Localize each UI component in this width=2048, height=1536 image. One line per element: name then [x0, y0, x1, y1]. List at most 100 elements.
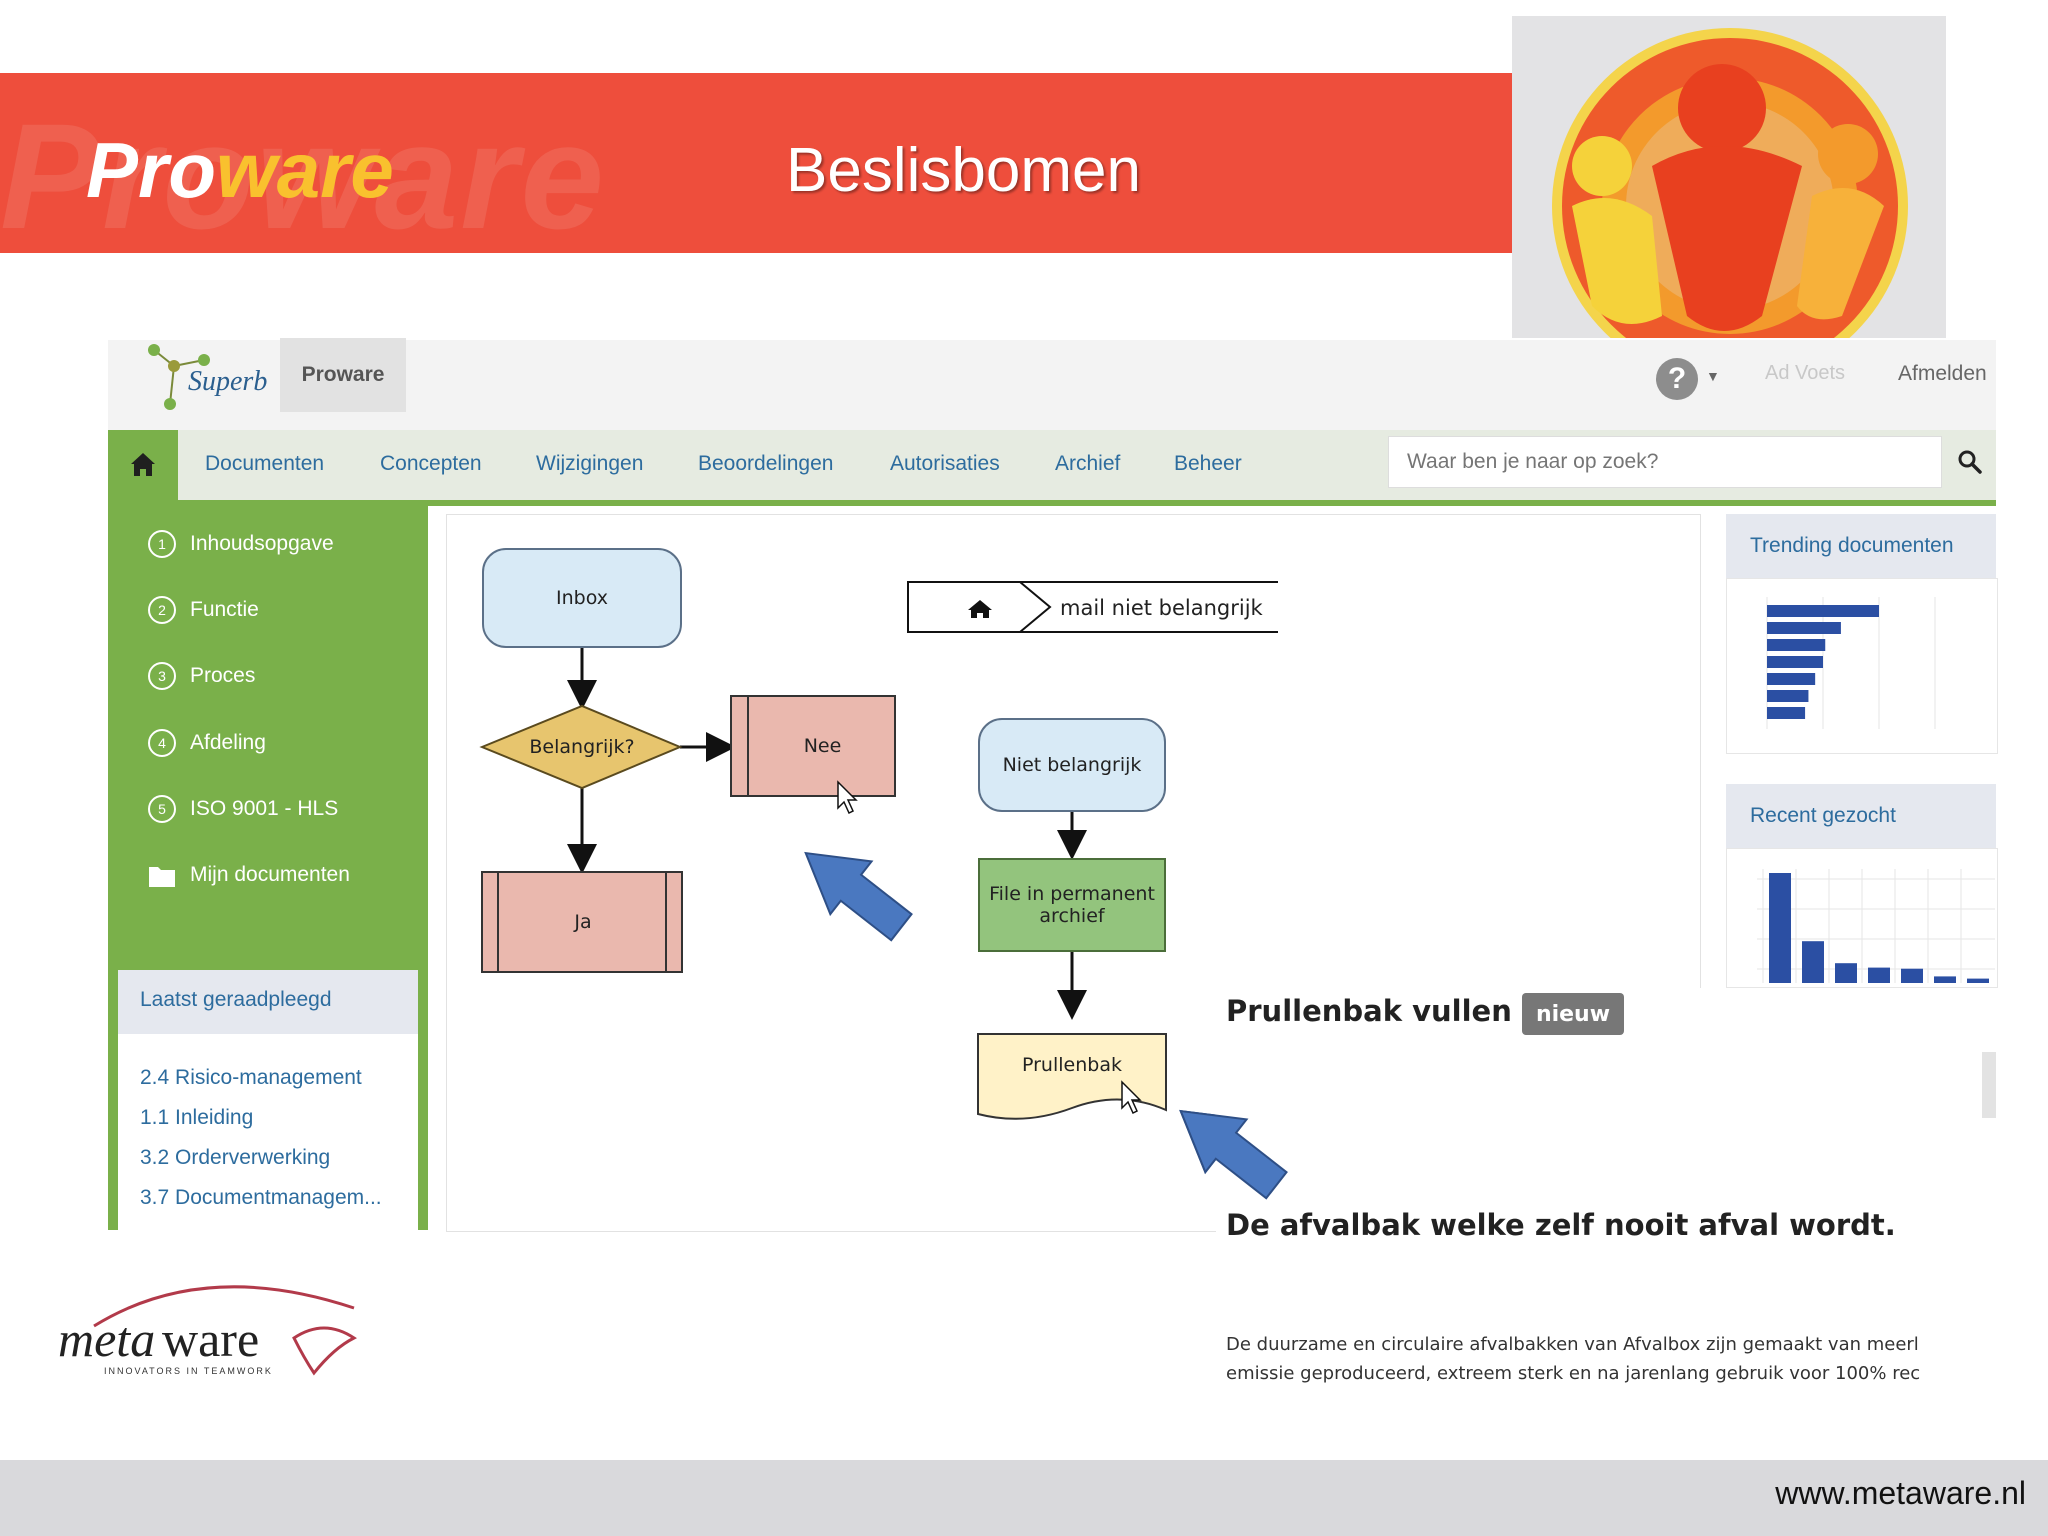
article-subheadline: De afvalbak welke zelf nooit afval wordt…: [1226, 1208, 1896, 1242]
brand-part-pro: Pro: [86, 126, 217, 214]
article-body: De duurzame en circulaire afvalbakken va…: [1226, 1330, 1981, 1388]
recent-search-bar: [1868, 967, 1890, 983]
svg-text:ware: ware: [162, 1311, 259, 1367]
molecule-icon: [148, 344, 210, 410]
user-name[interactable]: Ad Voets: [1765, 362, 1846, 384]
web-snippet: [1216, 988, 1996, 1458]
superb-wordmark: Superb: [188, 366, 268, 397]
breadcrumb-current[interactable]: mail niet belangrijk: [1060, 596, 1263, 620]
sidebar-item-inhoudsopgave[interactable]: 1 Inhoudsopgave: [148, 530, 334, 558]
ja-shape: [481, 871, 683, 973]
step-2-icon: 2: [148, 596, 176, 624]
recent-search-bar: [1934, 976, 1956, 983]
tenant-tab-proware[interactable]: Proware: [280, 338, 406, 412]
flow-node-nee[interactable]: Nee: [803, 735, 842, 757]
metaware-logo: meta ware INNOVATORS IN TEAMWORK: [54, 1278, 374, 1403]
sidebar-item-label: Mijn documenten: [190, 863, 350, 886]
cursor-icon: [837, 780, 858, 815]
cursor-icon: [1121, 1080, 1142, 1115]
decision-shape: [479, 704, 683, 790]
trending-panel-header: [1726, 514, 1996, 578]
logout-link[interactable]: Afmelden: [1898, 362, 1987, 385]
sidebar-item-mijn-documenten[interactable]: Mijn documenten: [148, 862, 350, 888]
flow-node-prullenbak[interactable]: Prullenbak: [1022, 1054, 1122, 1076]
sidebar-item-afdeling[interactable]: 4 Afdeling: [148, 729, 266, 757]
metaware-logo-graphic: meta ware INNOVATORS IN TEAMWORK: [58, 1285, 357, 1376]
help-icon[interactable]: ?: [1656, 358, 1698, 400]
recent-search-panel: [1726, 848, 1998, 988]
trending-panel: [1726, 578, 1998, 754]
article-body-line: De duurzame en circulaire afvalbakken va…: [1226, 1334, 1919, 1355]
sidebar-item-iso[interactable]: 5 ISO 9001 - HLS: [148, 795, 338, 823]
trending-bar: [1767, 605, 1879, 617]
recent-search-bar: [1967, 978, 1989, 983]
nav-archief[interactable]: Archief: [1055, 452, 1121, 475]
recent-link-inleiding[interactable]: 1.1 Inleiding: [140, 1106, 254, 1129]
flow-node-niet-belangrijk[interactable]: Niet belangrijk: [978, 718, 1166, 812]
metaware-wordmark: meta: [58, 1311, 155, 1367]
search-button[interactable]: [1944, 436, 1996, 488]
brand-part-ware: ware: [216, 126, 394, 214]
nav-beoordelingen[interactable]: Beoordelingen: [698, 452, 834, 475]
blue-arrow-icon: [1179, 1109, 1288, 1200]
slide-footer: [0, 1460, 2048, 1536]
recent-search-panel-header: [1726, 784, 1996, 848]
sidebar-item-label: ISO 9001 - HLS: [190, 797, 339, 820]
recent-search-chart: [1757, 869, 1995, 983]
trending-bar: [1767, 656, 1823, 668]
step-1-icon: 1: [148, 530, 176, 558]
recent-link-documentmanagement[interactable]: 3.7 Documentmanagem...: [140, 1186, 382, 1209]
trending-bar: [1767, 673, 1816, 685]
home-button[interactable]: [108, 430, 178, 506]
recent-search-bar: [1835, 963, 1857, 983]
scrollbar-thumb[interactable]: [1982, 1052, 1996, 1118]
search-input[interactable]: [1388, 436, 1942, 488]
recent-link-risico[interactable]: 2.4 Risico-management: [140, 1066, 362, 1089]
sidebar-item-label: Afdeling: [190, 731, 266, 754]
nav-concepten[interactable]: Concepten: [380, 452, 482, 475]
prullenbak-shape: [977, 1033, 1167, 1120]
proware-logo: Proware: [86, 125, 394, 216]
people-circle-logo-graphic: [1552, 28, 1908, 338]
flow-node-ja[interactable]: Ja: [574, 911, 592, 933]
step-3-icon: 3: [148, 662, 176, 690]
article-body-line: emissie geproduceerd, extreem sterk en n…: [1226, 1363, 1921, 1384]
home-icon: [968, 600, 992, 618]
brand-watermark: Proware: [0, 92, 606, 260]
trending-bar: [1767, 622, 1841, 634]
nav-autorisaties[interactable]: Autorisaties: [890, 452, 1000, 475]
trending-panel-title: Trending documenten: [1750, 534, 1954, 557]
nav-wijzigingen[interactable]: Wijzigingen: [536, 452, 644, 475]
recent-documents-header: [118, 970, 418, 1034]
footer-url: www.metaware.nl: [1775, 1475, 2026, 1511]
superb-logo[interactable]: [140, 342, 270, 412]
search-icon: [1958, 450, 1982, 474]
step-5-icon: 5: [148, 795, 176, 823]
recent-link-orderverwerking[interactable]: 3.2 Orderverwerking: [140, 1146, 331, 1169]
trending-chart: [1766, 597, 1936, 729]
svg-text:INNOVATORS IN TEAMWORK: INNOVATORS IN TEAMWORK: [104, 1366, 273, 1376]
recent-search-bar: [1802, 941, 1824, 983]
nav-beheer[interactable]: Beheer: [1174, 452, 1242, 475]
home-icon: [131, 453, 155, 476]
step-4-icon: 4: [148, 729, 176, 757]
flow-node-decision[interactable]: Belangrijk?: [529, 736, 635, 758]
sidebar-item-label: Inhoudsopgave: [190, 532, 334, 555]
trending-bar: [1767, 690, 1809, 702]
article-headline[interactable]: Prullenbak vullen: [1226, 994, 1512, 1028]
nav-documenten[interactable]: Documenten: [205, 452, 325, 475]
recent-search-bar: [1769, 873, 1791, 983]
trending-bar: [1767, 639, 1826, 651]
blue-arrow-icon: [804, 851, 913, 942]
chevron-down-icon[interactable]: ▼: [1706, 368, 1720, 384]
recent-search-panel-title: Recent gezocht: [1750, 804, 1896, 827]
recent-search-bar: [1901, 968, 1923, 983]
flow-node-inbox[interactable]: Inbox: [482, 548, 682, 648]
recent-documents-title: Laatst geraadpleegd: [140, 988, 332, 1011]
folder-icon: [149, 867, 175, 887]
people-circle-logo: [1512, 16, 1946, 338]
sidebar-item-functie[interactable]: 2 Functie: [148, 596, 259, 624]
sidebar-item-label: Functie: [190, 598, 259, 621]
flow-node-file-archief[interactable]: File in permanent archief: [978, 858, 1166, 952]
